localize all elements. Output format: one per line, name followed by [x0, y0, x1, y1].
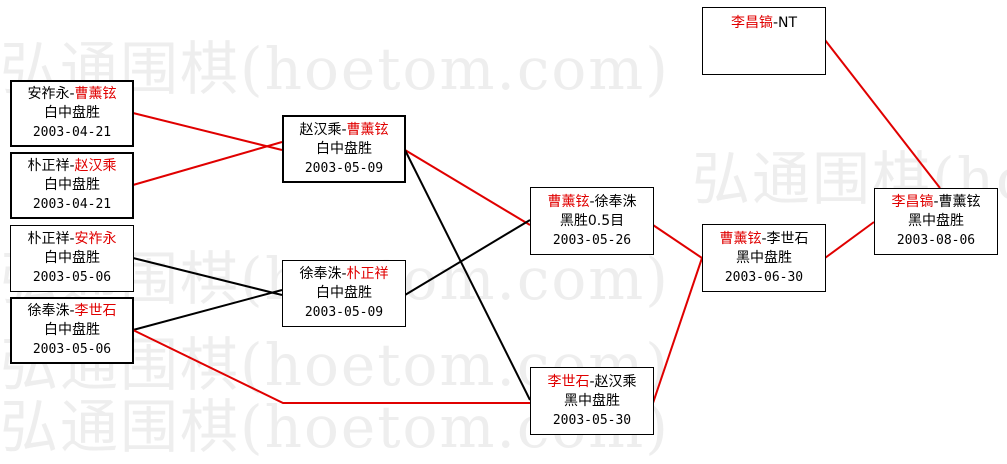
match-players: 曹薰铉-徐奉洙 [547, 193, 637, 210]
match-result: 白中盘胜 [316, 285, 372, 301]
winner-name: 曹薰铉 [719, 230, 762, 247]
match-date: 2003-05-09 [304, 160, 384, 176]
match-result: 白中盘胜 [44, 177, 100, 193]
winner-name: 安祚永 [74, 231, 117, 247]
player-name: 朴正祥 [27, 231, 70, 247]
winner-name: 李昌镐 [730, 15, 773, 31]
edge-n2-n5 [132, 141, 283, 186]
match-players: 李昌镐-曹薰铉 [891, 194, 981, 210]
edge-n1-n5 [132, 112, 283, 151]
player-name: 安祚永 [27, 86, 70, 102]
player-name: 李世石 [766, 230, 809, 247]
winner-name: 李昌镐 [891, 194, 934, 210]
edge-n3-n6 [132, 257, 283, 296]
match-date: 2003-06-30 [724, 269, 804, 285]
edge-n5-n8 [404, 149, 531, 401]
match-node-11[interactable]: 李昌镐-NT [702, 7, 826, 75]
winner-name: 曹薰铉 [346, 121, 389, 138]
match-date: 2003-05-06 [32, 270, 112, 285]
match-players: 朴正祥-赵汉乘 [27, 158, 117, 174]
match-date: 2003-05-30 [552, 412, 632, 428]
edge-n8-n9 [652, 257, 703, 404]
match-date: 2003-05-06 [32, 342, 112, 357]
match-node-7[interactable]: 曹薰铉-徐奉洙 黑胜0.5目 2003-05-26 [530, 187, 654, 255]
match-result: 白中盘胜 [44, 105, 100, 121]
winner-name: 赵汉乘 [74, 158, 117, 174]
edge-n9-n10 [824, 221, 875, 259]
match-node-6[interactable]: 徐奉洙-朴正祥 白中盘胜 2003-05-09 [282, 260, 406, 327]
match-node-4[interactable]: 徐奉洙-李世石 白中盘胜 2003-05-06 [10, 297, 134, 364]
match-players: 李世石-赵汉乘 [547, 373, 637, 390]
match-result: 黑中盘胜 [736, 249, 792, 266]
match-node-2[interactable]: 朴正祥-赵汉乘 白中盘胜 2003-04-21 [10, 152, 134, 219]
winner-name: 李世石 [547, 373, 590, 390]
match-node-3[interactable]: 朴正祥-安祚永 白中盘胜 2003-05-06 [10, 225, 134, 292]
edge-n6-n7 [404, 219, 531, 296]
winner-name: 曹薰铉 [74, 86, 117, 102]
player-name: 曹薰铉 [938, 194, 981, 210]
match-players: 徐奉洙-朴正祥 [299, 266, 389, 282]
player-name: 徐奉洙 [299, 266, 342, 282]
winner-name: 曹薰铉 [547, 193, 590, 210]
edge-n11-n10 [824, 39, 941, 189]
match-result: 白中盘胜 [316, 140, 372, 157]
match-node-9[interactable]: 曹薰铉-李世石 黑中盘胜 2003-06-30 [702, 224, 826, 292]
match-date: 2003-04-21 [32, 197, 112, 212]
match-players: 曹薰铉-李世石 [719, 230, 809, 247]
player-name: 徐奉洙 [27, 303, 70, 319]
player-name: 赵汉乘 [594, 373, 637, 390]
match-players: 安祚永-曹薰铉 [27, 86, 117, 102]
match-node-8[interactable]: 李世石-赵汉乘 黑中盘胜 2003-05-30 [530, 367, 654, 435]
match-date: 2003-04-21 [32, 125, 112, 140]
match-result: 黑胜0.5目 [559, 212, 625, 229]
match-date: 2003-08-06 [896, 233, 976, 248]
edge-n4-n8 [132, 329, 530, 404]
match-result: 黑中盘胜 [908, 213, 964, 229]
bracket-edges [132, 39, 941, 404]
match-node-1[interactable]: 安祚永-曹薰铉 白中盘胜 2003-04-21 [10, 80, 134, 147]
player-name: 赵汉乘 [299, 121, 342, 138]
edge-n4-n6 [132, 289, 283, 331]
player-name: NT [778, 15, 798, 31]
match-date: 2003-05-26 [552, 232, 632, 248]
player-name: 徐奉洙 [594, 193, 637, 210]
match-players: 徐奉洙-李世石 [27, 303, 117, 319]
match-date: 2003-05-09 [304, 305, 384, 320]
match-result: 白中盘胜 [44, 322, 100, 338]
match-result: 黑中盘胜 [564, 392, 620, 409]
winner-name: 李世石 [74, 303, 117, 319]
match-players: 赵汉乘-曹薰铉 [299, 121, 389, 138]
match-result: 白中盘胜 [44, 250, 100, 266]
edge-n7-n9 [652, 224, 703, 259]
player-name: 朴正祥 [27, 158, 70, 174]
match-players: 李昌镐-NT [730, 15, 798, 31]
match-players: 朴正祥-安祚永 [27, 231, 117, 247]
edge-n5-n7 [404, 149, 531, 226]
match-node-5[interactable]: 赵汉乘-曹薰铉 白中盘胜 2003-05-09 [282, 115, 406, 183]
winner-name: 朴正祥 [346, 266, 389, 282]
match-node-10[interactable]: 李昌镐-曹薰铉 黑中盘胜 2003-08-06 [874, 188, 998, 255]
